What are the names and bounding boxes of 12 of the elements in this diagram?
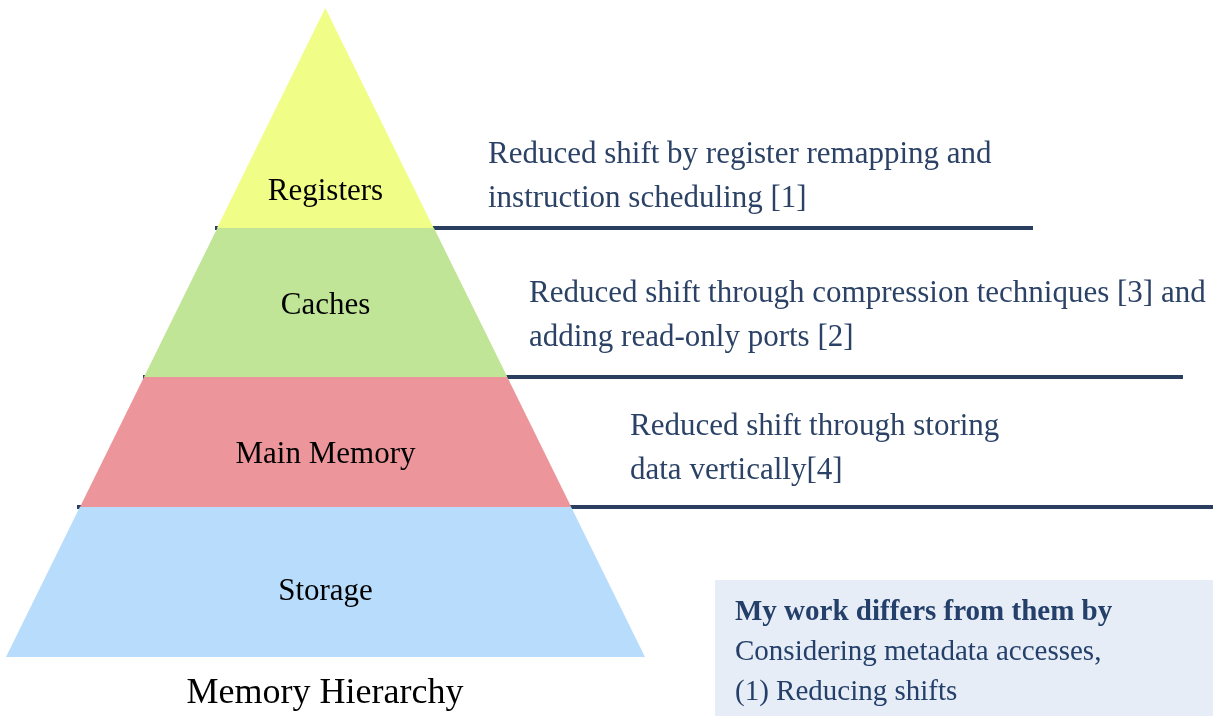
annotation-text: Reduced shift through compression techniques [3] and adding read-only ports [2] xyxy=(529,273,1207,355)
level-label: Storage xyxy=(277,572,374,608)
level-label: Registers xyxy=(266,172,385,208)
annotation-text: Reduced shift through storing data vertically[4] xyxy=(630,406,1001,488)
level-label: Main Memory xyxy=(234,435,417,471)
note-text: (1) Reducing shifts xyxy=(735,673,959,708)
note-text: Considering metadata accesses, xyxy=(735,633,1103,668)
level-label: Caches xyxy=(279,286,372,322)
note-panel xyxy=(715,580,1213,716)
caption: Memory Hierarchy xyxy=(185,670,465,712)
annotation-text: Reduced shift by register remapping and instruction scheduling [1] xyxy=(488,134,993,216)
note-heading: My work differs from them by xyxy=(735,593,1114,628)
